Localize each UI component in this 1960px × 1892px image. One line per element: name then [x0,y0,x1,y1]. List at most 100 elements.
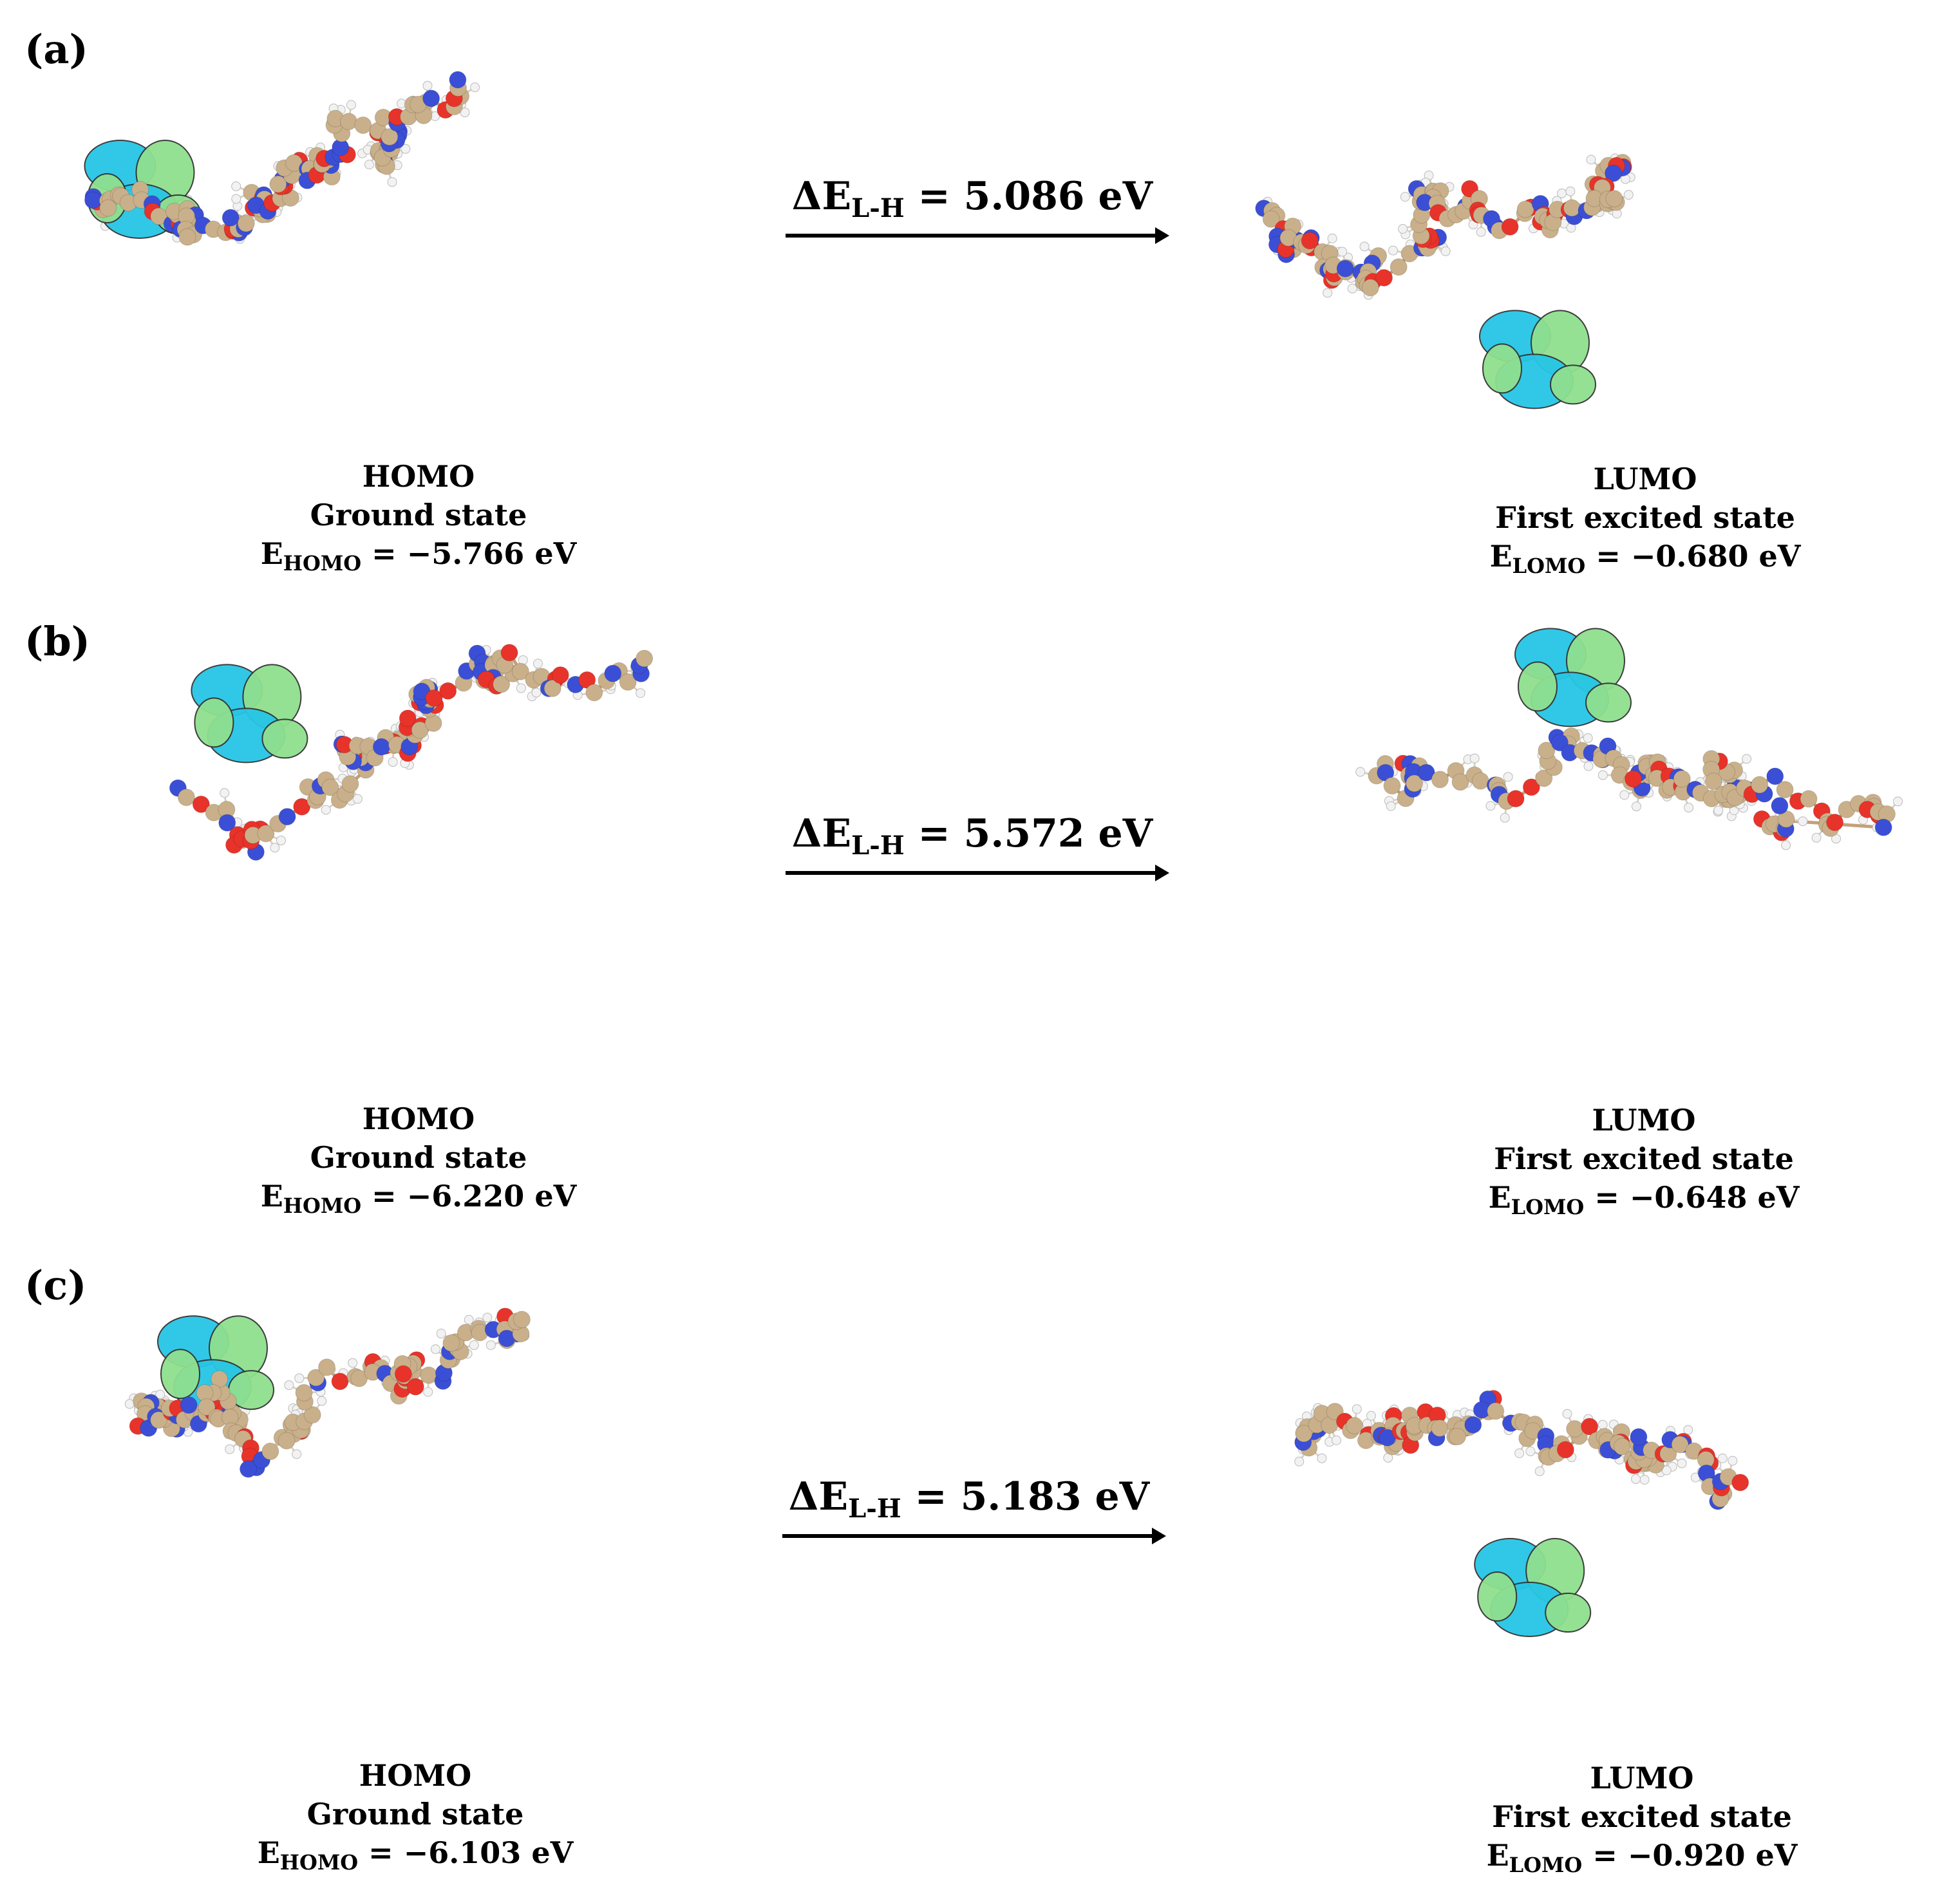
carbon-atom [1487,1402,1505,1420]
homo-caption-a: HOMO Ground state EHOMO = −5.766 eV [260,459,577,576]
hydrogen-atom [531,688,542,698]
nitrogen-atom [1605,164,1623,182]
hydrogen-atom [1742,754,1752,764]
energy-gap-arrow-a: ΔEL-H = 5.086 eV [773,174,1172,244]
carbon-atom [307,1369,325,1387]
carbon-atom [585,684,603,702]
nitrogen-atom [180,1396,198,1414]
hydrogen-atom [1562,1409,1572,1419]
carbon-atom [1535,769,1553,787]
panel-label: (a) [24,26,88,73]
carbon-atom [321,778,339,796]
carbon-atom [1262,210,1280,228]
hydrogen-atom [1717,1453,1728,1463]
nitrogen-atom [372,738,390,756]
lumo-molecule-b [1355,628,1903,850]
orbital-lobe [1550,364,1596,405]
hydrogen-atom [1386,801,1396,811]
oxygen-atom [425,689,443,707]
hydrogen-atom [1327,233,1337,243]
oxygen-atom [1375,268,1393,286]
hydrogen-atom [284,1380,294,1391]
carbon-atom [1361,279,1379,297]
hydrogen-atom [1503,772,1513,782]
carbon-atom [511,662,529,680]
oxygen-atom [500,644,518,662]
lumo-molecule-c [1294,1390,1749,1637]
hydrogen-atom [1597,1419,1608,1430]
carbon-atom [303,1406,321,1424]
carbon-atom [1671,1436,1689,1454]
orbital-lobe [160,1349,200,1400]
orbital-lobe [1482,343,1522,394]
homo-caption-b: HOMO Ground state EHOMO = −6.220 eV [260,1101,577,1218]
carbon-atom [295,1384,313,1402]
oxygen-atom [1581,1418,1599,1436]
hydrogen-atom [1500,812,1510,823]
oxygen-atom [1556,1441,1574,1459]
oxygen-atom [1731,1474,1749,1492]
hydrogen-atom [1476,227,1486,237]
carbon-atom [177,789,195,807]
carbon-atom [493,675,511,693]
hydrogen-atom [1661,1465,1672,1475]
hydrogen-atom [1677,1458,1687,1468]
hydrogen-atom [1294,1456,1305,1466]
carbon-atom [543,679,561,697]
hydrogen-atom [225,1444,235,1454]
hydrogen-atom [1565,186,1576,196]
orbital-lobe [1545,1593,1592,1633]
nitrogen-atom [1630,1428,1648,1446]
nitrogen-atom [1874,818,1892,836]
carbon-atom [411,721,429,739]
hydrogen-atom [231,194,241,204]
lumo-caption-c: LUMO First excited state ELOMO = −0.920 … [1486,1761,1798,1877]
carbon-atom [150,1411,168,1429]
hydrogen-atom [431,1344,441,1354]
carbon-atom [442,1334,460,1352]
hydrogen-atom [1798,816,1808,827]
carbon-atom [1516,200,1534,218]
hydrogen-atom [1400,192,1410,202]
nitrogen-atom [422,89,440,108]
hydrogen-atom [321,805,331,815]
carbon-atom [1471,772,1489,790]
carbon-atom [1673,770,1691,788]
carbon-atom [237,214,255,232]
lumo-caption-b: LUMO First excited state ELOMO = −0.648 … [1488,1103,1800,1219]
hydrogen-atom [1485,801,1496,811]
carbon-atom [99,199,117,217]
energy-gap-arrow-c: ΔEL-H = 5.183 eV [769,1474,1169,1544]
hydrogen-atom [516,683,526,693]
hydrogen-atom [1583,733,1593,744]
orbital-lobe [1477,1571,1518,1622]
carbon-atom [1448,1428,1466,1446]
oxygen-atom [1826,813,1844,831]
oxygen-atom [394,1365,412,1383]
carbon-atom [269,175,287,193]
oxygen-atom [1301,232,1319,250]
hydrogen-atom [1623,190,1634,200]
orbital-lobe [1518,661,1558,712]
hydrogen-atom [1317,1453,1327,1463]
nitrogen-atom [604,664,622,682]
oxygen-atom [1507,790,1525,808]
hydrogen-atom [388,757,398,767]
carbon-atom [261,1443,279,1461]
hydrogen-atom [1337,247,1348,257]
carbon-atom [257,825,275,843]
carbon-atom [150,207,168,225]
carbon-atom [1406,774,1424,792]
hydrogen-atom [400,144,411,154]
carbon-atom [341,775,359,793]
panel-label: (b) [24,618,91,665]
carbon-atom [1538,742,1556,760]
hydrogen-atom [364,160,375,170]
carbon-atom [381,128,399,146]
oxygen-atom [406,1378,424,1396]
panel-label: (c) [24,1262,87,1309]
nitrogen-atom [84,191,102,209]
orbital-lobe [261,718,308,759]
homo-caption-c: HOMO Ground state EHOMO = −6.103 eV [257,1758,574,1875]
hydrogen-atom [270,843,280,853]
